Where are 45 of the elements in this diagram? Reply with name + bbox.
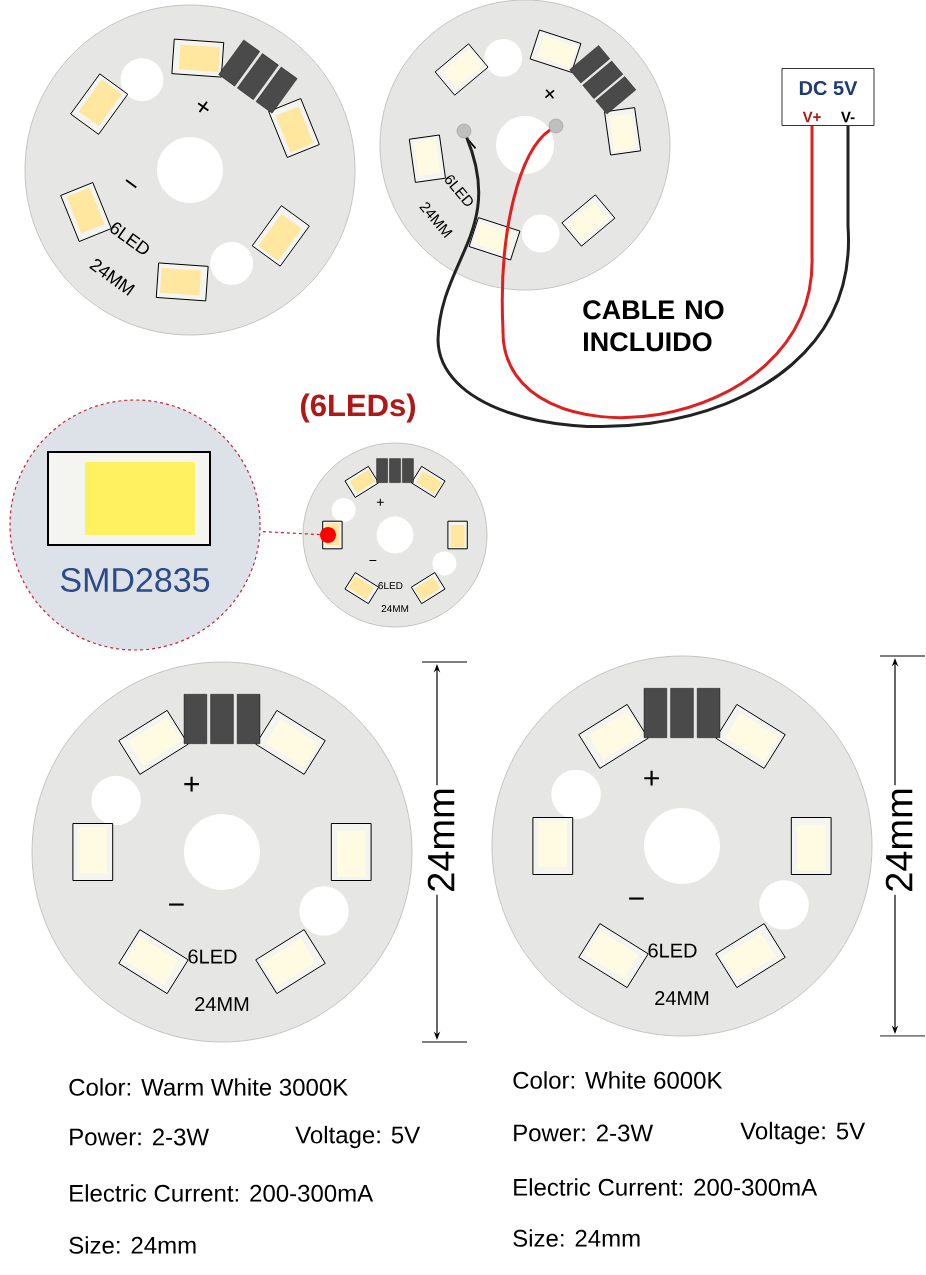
silkscreen-text: +	[197, 101, 209, 113]
solder-pad	[456, 123, 472, 139]
silkscreen-text: 6LED	[378, 582, 403, 590]
note-text: CABLE NO INCLUIDO	[583, 300, 724, 352]
part-name: SMD2835	[60, 567, 210, 593]
silkscreen-text: −	[369, 560, 377, 562]
box-text: V+	[802, 111, 821, 123]
dimension-text: 24mm	[883, 785, 915, 895]
silkscreen-text: −	[125, 179, 137, 189]
silkscreen-text: 6LED	[188, 949, 237, 964]
heading-text: (6LEDs)	[300, 393, 415, 423]
spec-text: Color: White 6000K	[513, 1071, 723, 1089]
silkscreen-text: 24MM	[655, 991, 709, 1005]
marker-dot	[320, 527, 336, 543]
spec-text: Color: Warm White 3000K	[69, 1078, 348, 1096]
spec-text: Size: 24mm	[513, 1229, 640, 1247]
led-board	[379, 0, 671, 291]
spec-text: Electric Current: 200-300mA	[514, 1178, 818, 1196]
power-label-box	[781, 68, 875, 126]
silkscreen-text: 6LED	[648, 943, 697, 958]
led-board	[491, 655, 873, 1037]
silkscreen-text: −	[629, 897, 644, 900]
led-board	[24, 4, 356, 336]
silkscreen-text: 24MM	[195, 997, 249, 1011]
spec-text: Electric Current: 200-300mA	[70, 1184, 374, 1202]
spec-text: Power: 2-3W	[70, 1128, 209, 1146]
zoom-circle	[9, 399, 261, 651]
dimension-text: 24mm	[425, 785, 457, 895]
silkscreen-text: +	[644, 770, 659, 786]
box-text: V-	[841, 111, 855, 123]
silkscreen-text: +	[544, 89, 555, 99]
spec-text: Voltage: 5V	[740, 1121, 866, 1145]
wire	[436, 125, 850, 428]
silkscreen-text: −	[169, 903, 184, 906]
led-board	[300, 393, 488, 628]
silkscreen-text: +	[376, 498, 384, 506]
silkscreen-text: +	[184, 776, 199, 792]
spec-text: Size: 24mm	[69, 1236, 196, 1254]
spec-text: Power: 2-3W	[514, 1124, 653, 1142]
box-text: DC 5V	[799, 80, 858, 96]
spec-text: Voltage: 5V	[295, 1125, 421, 1149]
solder-pad	[548, 118, 564, 134]
led-board	[31, 661, 413, 1043]
silkscreen-text: 24MM	[381, 605, 409, 613]
wire	[500, 125, 814, 419]
